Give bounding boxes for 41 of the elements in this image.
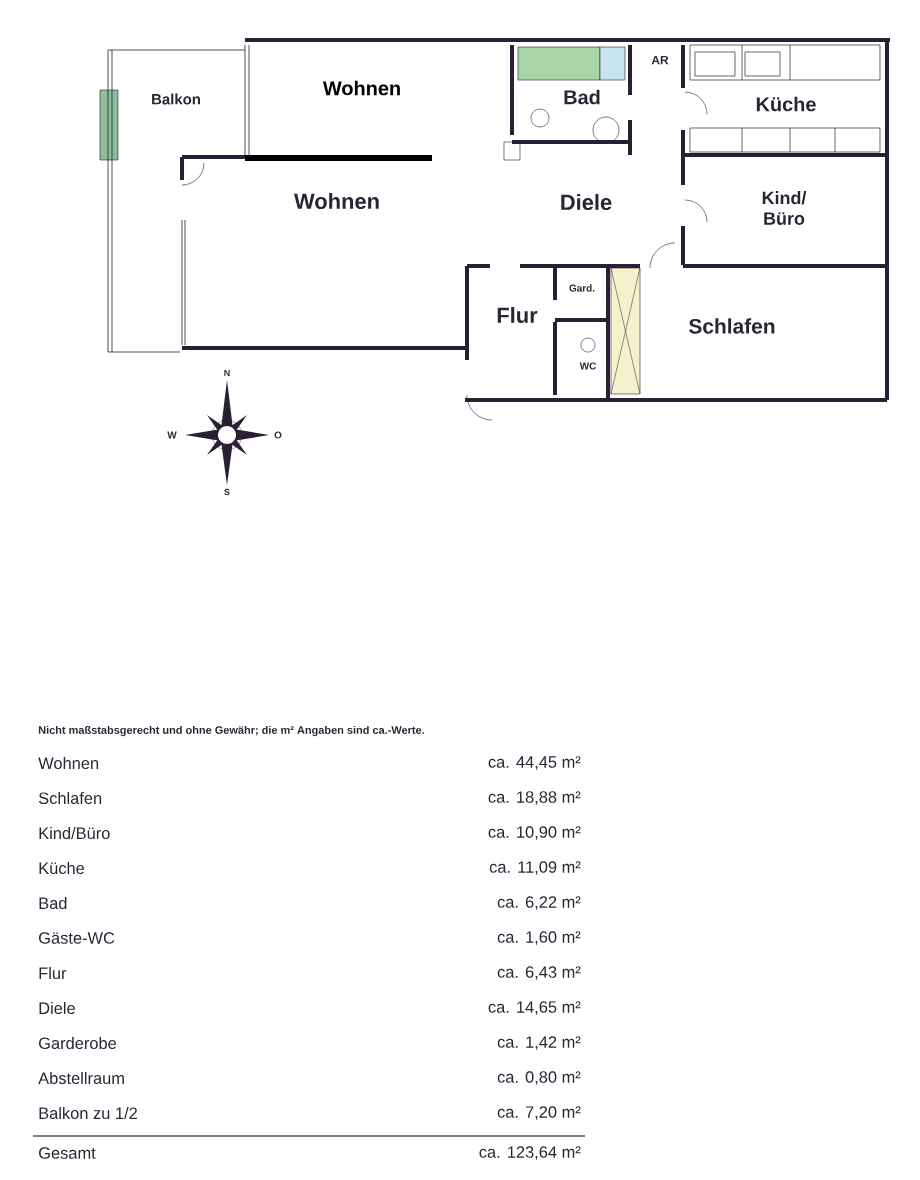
room-name: Kind/Büro — [39, 827, 110, 840]
room-label: Wohnen — [294, 192, 379, 210]
room-name: Wohnen — [38, 757, 99, 770]
room-label: Balkon — [152, 93, 200, 105]
area-value: ca. 1,42 m² — [497, 1036, 581, 1050]
room-label: WC — [579, 362, 596, 370]
area-value: ca. 10,90 m² — [488, 826, 581, 840]
area-value: ca. 123,64 m² — [479, 1146, 581, 1160]
room-label: Gard. — [569, 284, 595, 292]
area-value: ca. 6,43 m² — [497, 966, 581, 980]
room-name: Balkon zu 1/2 — [39, 1107, 137, 1120]
compass-letter: N — [224, 369, 230, 377]
room-name: Bad — [39, 897, 67, 910]
room-name: Garderobe — [39, 1037, 117, 1050]
area-value: ca. 7,20 m² — [497, 1106, 581, 1120]
room-label: Bad — [564, 89, 600, 105]
area-value: ca. 14,65 m² — [488, 1001, 581, 1015]
area-value: ca. 18,88 m² — [488, 791, 581, 805]
room-name: Gäste-WC — [39, 932, 115, 944]
room-label: Kind/ Büro — [762, 191, 807, 225]
room-label: Diele — [561, 193, 612, 211]
room-label: Flur — [497, 306, 538, 324]
room-name: Abstellraum — [38, 1072, 124, 1085]
compass-letter: O — [274, 431, 282, 439]
room-label: Wohnen — [322, 80, 400, 96]
room-name: Schlafen — [38, 792, 102, 805]
area-value: ca. 0,80 m² — [497, 1071, 581, 1085]
room-name: Flur — [39, 967, 67, 980]
compass-letter: S — [224, 488, 230, 496]
room-label: Schlafen — [689, 318, 775, 334]
area-value: ca. 44,45 m² — [488, 756, 581, 770]
room-label: Küche — [756, 96, 816, 112]
note-text: Nicht maßstabsgerecht und ohne Gewähr; die m² Angaben sind ca.-Werte. — [38, 725, 424, 737]
room-name: Gesamt — [39, 1147, 96, 1159]
compass-letter: W — [167, 431, 177, 439]
area-value: ca. 11,09 m² — [489, 861, 581, 875]
room-label: AR — [651, 55, 669, 65]
area-value: ca. 6,22 m² — [497, 896, 581, 910]
room-name: Diele — [39, 1002, 75, 1015]
room-name: Küche — [39, 862, 85, 875]
area-value: ca. 1,60 m² — [497, 931, 581, 945]
